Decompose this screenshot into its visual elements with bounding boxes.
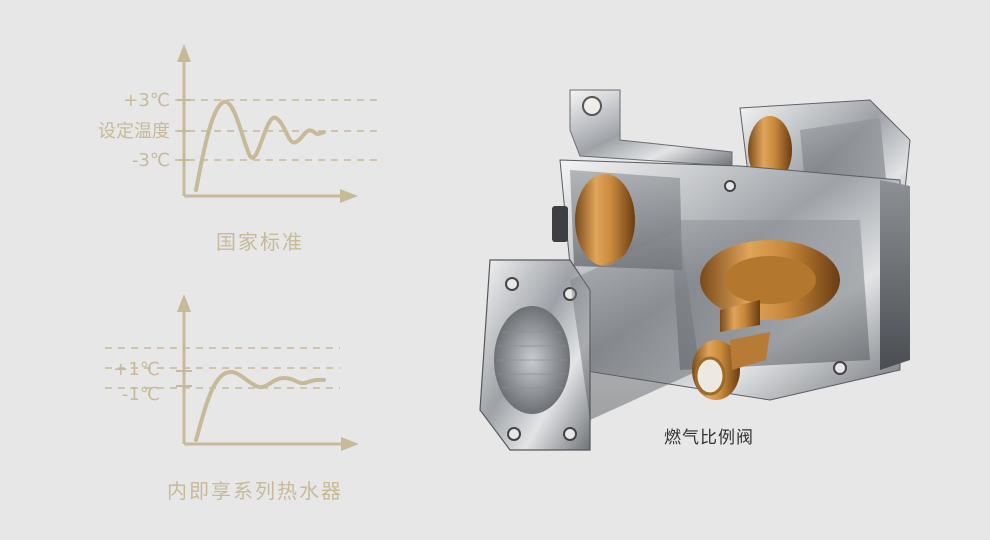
product-series-label: 内即享系列热水器: [167, 479, 343, 503]
tick-label-plus3: +3℃: [123, 90, 170, 111]
temperature-curve: [194, 99, 326, 192]
temperature-curve: [194, 370, 326, 442]
product-series-chart: +1℃ -1℃ 内即享系列热水器: [0, 270, 420, 540]
gas-proportional-valve-caption: 燃气比例阀: [664, 428, 754, 448]
tick-label-setpoint: 设定温度: [98, 121, 170, 142]
tick-label-minus3: -3℃: [132, 150, 170, 171]
national-standard-chart-svg: +3℃ 设定温度 -3℃: [98, 44, 382, 203]
y-axis-arrow: [177, 44, 191, 62]
national-standard-chart: +3℃ 设定温度 -3℃ 国家标准: [0, 0, 420, 270]
national-standard-label: 国家标准: [216, 230, 304, 254]
product-series-chart-svg: +1℃ -1℃: [105, 294, 359, 451]
tick-label-minus1: -1℃: [122, 384, 160, 405]
y-axis-arrow: [177, 294, 191, 312]
x-axis-arrow: [340, 189, 358, 203]
x-axis-arrow: [341, 437, 359, 451]
tick-label-plus1: +1℃: [113, 359, 160, 380]
gas-proportional-valve-image: [479, 89, 911, 451]
